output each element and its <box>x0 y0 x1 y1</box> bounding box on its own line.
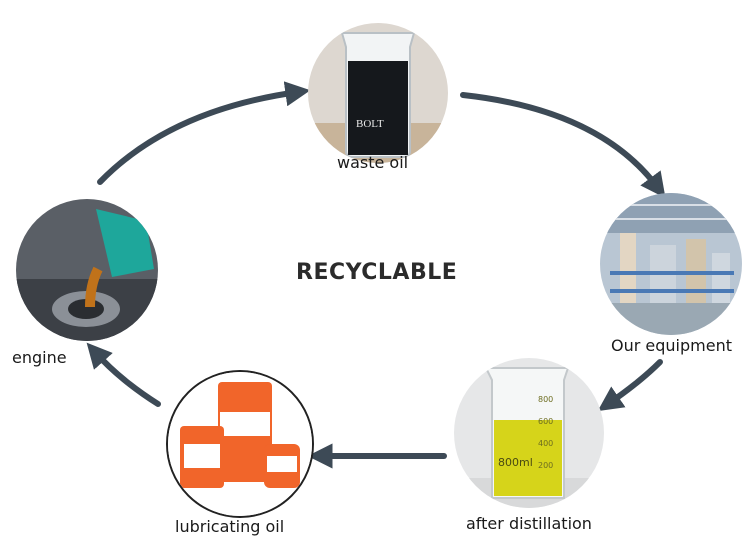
waste-oil-label: waste oil <box>337 153 409 172</box>
lubricating-oil-photo-icon <box>166 370 314 518</box>
diagram-title: RECYCLABLE <box>296 260 458 285</box>
engine-photo-icon <box>16 199 158 341</box>
equipment-photo-icon <box>600 193 742 335</box>
beaker-mark-600: 600 <box>538 417 553 426</box>
beaker-mark-400: 400 <box>538 439 553 448</box>
equipment-label: Our equipment <box>611 336 732 355</box>
distilled-oil-photo-icon: 800 600 400 200 800ml <box>454 358 604 508</box>
beaker-mark-200: 200 <box>538 461 553 470</box>
arrow-waste-oil-to-equipment <box>460 92 666 199</box>
arrow-equipment-to-distillation <box>597 359 663 412</box>
beaker-volume-text: 800ml <box>498 456 533 469</box>
after-distillation-label: after distillation <box>466 514 592 533</box>
arrow-lubricating-oil-to-engine <box>86 342 161 407</box>
lubricating-oil-label: lubricating oil <box>175 517 285 536</box>
bolt-brand: BOLT <box>356 118 384 130</box>
waste-oil-photo-icon: BOLT <box>308 23 448 163</box>
arrow-engine-to-waste-oil <box>97 81 311 185</box>
beaker-mark-800: 800 <box>538 395 553 404</box>
engine-label: engine <box>12 348 67 367</box>
